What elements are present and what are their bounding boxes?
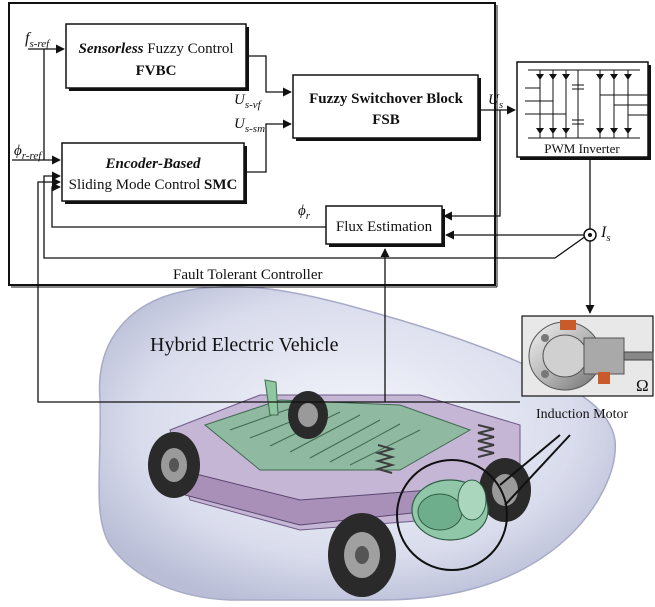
vehicle-label: Hybrid Electric Vehicle xyxy=(150,334,339,356)
callout-line-1 xyxy=(499,434,561,486)
in-vehicle-motor xyxy=(411,479,489,541)
smc-line1: Encoder-Based xyxy=(105,156,201,172)
induction-motor-image xyxy=(521,315,654,397)
controller-frame-label: Fault Tolerant Controller xyxy=(173,267,322,283)
flux-estimation-block: Flux Estimation xyxy=(325,205,445,247)
fvbc-line1-emph: Sensorless xyxy=(78,41,143,57)
battery-pack xyxy=(203,399,472,471)
front-suspension xyxy=(477,424,495,458)
us-label: Us xyxy=(488,92,503,111)
svg-text:Sliding Mode Control SMC: Sliding Mode Control SMC xyxy=(69,177,238,193)
us-sm-label: Us-sm xyxy=(234,116,265,135)
inverter-diodes xyxy=(536,74,632,134)
fs-ref-label: fs-ref xyxy=(25,30,51,50)
fsb-block: Fuzzy Switchover Block FSB xyxy=(292,74,481,141)
signal-wiring xyxy=(12,44,595,403)
wheel-rear-right xyxy=(288,391,328,439)
smc-block: Encoder-Based Sliding Mode Control SMC xyxy=(61,142,247,204)
pwm-inverter-block: PWM Inverter xyxy=(516,61,651,160)
smc-acronym: SMC xyxy=(204,177,237,193)
pwm-inverter-label: PWM Inverter xyxy=(544,141,620,156)
flux-estimation-label: Flux Estimation xyxy=(336,219,433,235)
fsb-title: Fuzzy Switchover Block xyxy=(309,91,464,107)
controller-frame xyxy=(8,2,496,286)
is-label: Is xyxy=(600,224,611,244)
phir-ref-label: ϕr-ref xyxy=(14,143,43,162)
fsb-acronym: FSB xyxy=(372,112,400,128)
phir-label: ϕr xyxy=(298,203,311,222)
fvbc-acronym: FVBC xyxy=(136,63,177,79)
svg-text:Sensorless Fuzzy Control: Sensorless Fuzzy Control xyxy=(78,41,233,57)
fvbc-line1-rest: Fuzzy Control xyxy=(144,41,234,57)
fvbc-block: Sensorless Fuzzy Control FVBC xyxy=(65,23,249,91)
wheel-front-left xyxy=(328,513,396,597)
callout-line-2 xyxy=(504,434,571,506)
induction-motor-label: Induction Motor xyxy=(536,407,628,422)
exhaust-pipe xyxy=(264,379,279,416)
smc-line2-rest: Sliding Mode Control xyxy=(69,177,204,193)
us-vf-label: Us-vf xyxy=(234,92,263,111)
current-sensor-dot xyxy=(588,233,592,237)
vehicle-illustration xyxy=(98,285,617,601)
omega-label: Ω xyxy=(636,376,649,395)
rear-suspension xyxy=(374,444,396,474)
inverter-circuit xyxy=(525,69,648,139)
wheel-rear-left xyxy=(148,432,200,498)
motor-highlight-circle xyxy=(396,459,508,571)
